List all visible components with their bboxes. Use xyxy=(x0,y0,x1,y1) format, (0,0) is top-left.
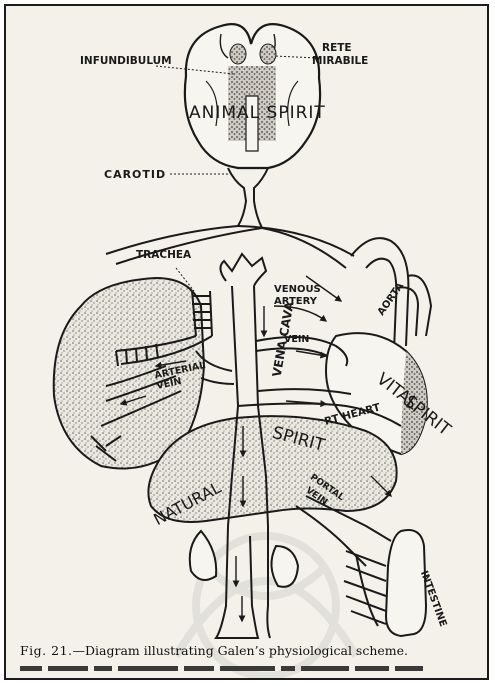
label-trachea: TRACHEA xyxy=(136,249,192,261)
figure-caption: Fig. 21.—Diagram illustrating Galen’s ph… xyxy=(20,643,408,658)
label-venous: VENOUS xyxy=(274,284,321,295)
cut-off-next-line xyxy=(20,666,470,676)
label-aorta: AORTA xyxy=(376,281,407,318)
label-mirabile: MIRABILE xyxy=(312,55,368,67)
intestine xyxy=(344,530,426,636)
caption-figure-number: Fig. 21. xyxy=(20,643,73,658)
galen-physiology-diagram: INFUNDIBULUM RETE MIRABILE ANIMAL SPIRIT… xyxy=(6,6,489,680)
label-infundibulum: INFUNDIBULUM xyxy=(80,55,172,67)
label-rete: RETE xyxy=(322,42,352,54)
caption-text: —Diagram illustrating Galen’s physiologi… xyxy=(73,643,409,658)
label-carotid: CAROTID xyxy=(104,168,166,181)
label-animal-spirit: ANIMAL SPIRIT xyxy=(189,103,326,123)
brain xyxy=(185,24,320,168)
figure-frame: INFUNDIBULUM RETE MIRABILE ANIMAL SPIRIT… xyxy=(4,4,489,680)
label-vein: VEIN xyxy=(284,334,309,345)
